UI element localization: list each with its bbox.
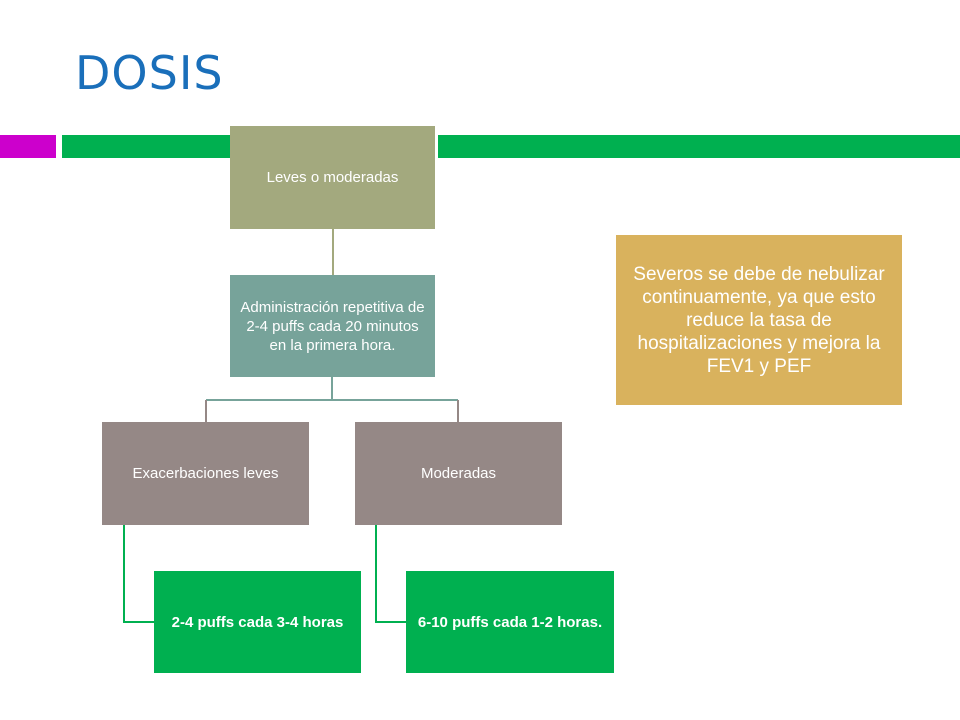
- accent-bar-magenta: [0, 135, 56, 158]
- accent-bar-green-right: [438, 135, 960, 158]
- node-moderadas: Moderadas: [355, 422, 562, 525]
- severos-note: Severos se debe de nebulizar continuamen…: [616, 235, 902, 405]
- accent-bar-green-left: [62, 135, 230, 158]
- node-leves-dosis: 2-4 puffs cada 3-4 horas: [154, 571, 361, 673]
- node-exacerbaciones-leves: Exacerbaciones leves: [102, 422, 309, 525]
- connector-moderadas-child: [375, 525, 406, 623]
- connector-leves-child: [123, 525, 154, 623]
- node-leves-o-moderadas: Leves o moderadas: [230, 126, 435, 229]
- node-moderadas-dosis: 6-10 puffs cada 1-2 horas.: [406, 571, 614, 673]
- slide-title: DOSIS: [75, 46, 224, 100]
- node-administracion: Administración repetitiva de 2-4 puffs c…: [230, 275, 435, 377]
